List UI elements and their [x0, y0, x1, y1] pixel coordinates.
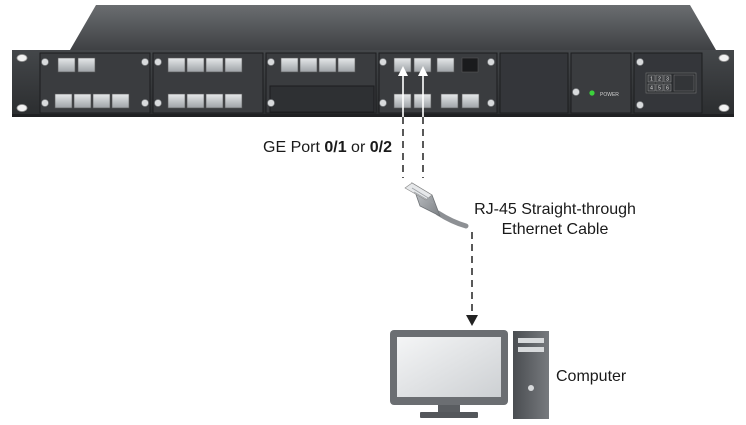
mounting-holes: [16, 54, 730, 112]
ge-ports-module: [393, 57, 480, 109]
keypad-key: 6: [666, 86, 669, 92]
ge-port-label: GE Port 0/1 or 0/2: [263, 138, 392, 158]
computer-icon: [390, 330, 549, 419]
computer-label: Computer: [556, 368, 627, 385]
monitor-screen: [397, 337, 501, 397]
cable-label: RJ-45 Straight-through Ethernet Cable: [450, 200, 660, 240]
ports-module-2: [167, 57, 243, 109]
keypad-key: 1: [650, 77, 653, 83]
keypad-key: 3: [666, 77, 669, 83]
cable-label-line2: Ethernet Cable: [501, 221, 609, 238]
computer-tower: [513, 331, 549, 419]
chassis-top: [70, 5, 716, 50]
keypad-key: 4: [650, 86, 653, 92]
keypad-key: 5: [658, 86, 661, 92]
ports-module-1: [54, 57, 130, 109]
ports-module-3: [280, 57, 356, 73]
ge-port-b: 0/2: [369, 139, 392, 156]
keypad: 1 2 3 4 5 6: [645, 72, 697, 94]
arrow-port-0-2: [418, 66, 428, 76]
rj45-cable-icon: [404, 182, 469, 229]
power-label: POWER: [600, 92, 619, 98]
ge-port-a: 0/1: [324, 139, 347, 156]
cable-label-line1: RJ-45 Straight-through: [474, 201, 636, 218]
port-arrows: [398, 66, 428, 76]
arrow-port-0-1: [398, 66, 408, 76]
power-led: [589, 90, 595, 96]
ge-port-prefix: GE Port: [263, 139, 325, 156]
thumbscrews: [41, 58, 644, 109]
rack-device: POWER 1 2 3 4 5 6: [12, 5, 734, 117]
dashed-lines-upper: [402, 117, 424, 178]
module-bays: [39, 52, 703, 114]
keypad-key: 2: [658, 77, 661, 83]
ge-port-joiner: or: [346, 139, 370, 156]
arrow-to-computer: [466, 315, 478, 326]
